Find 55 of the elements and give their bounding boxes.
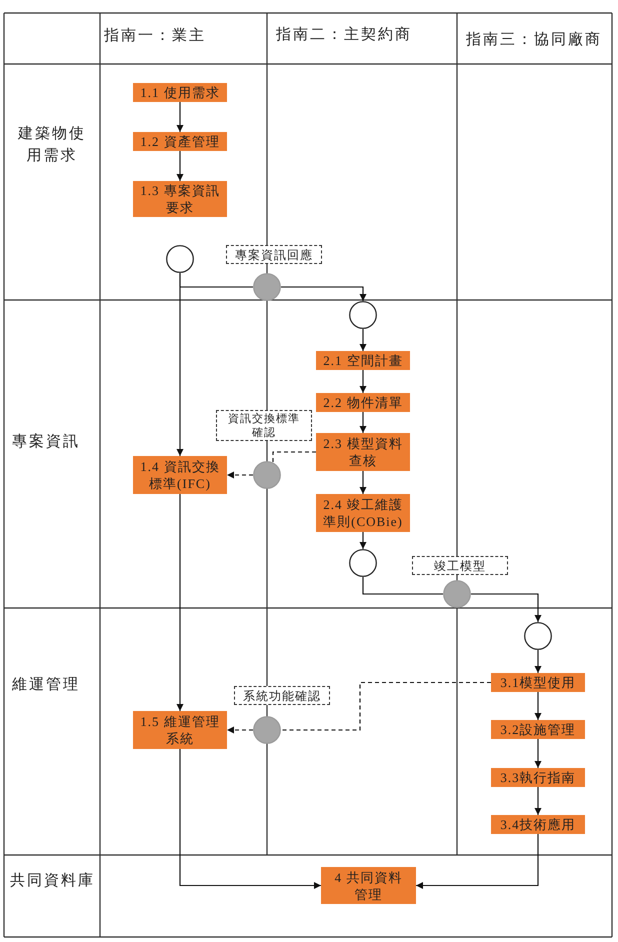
- message-circle: [253, 716, 281, 744]
- process-step: 3.4技術應用: [491, 815, 585, 834]
- message-circle: [253, 461, 281, 489]
- process-step: 3.1模型使用: [491, 673, 585, 692]
- event-circle: [349, 549, 377, 577]
- process-step: 1.4 資訊交換標準(IFC): [133, 456, 227, 494]
- process-step: 3.3執行指南: [491, 768, 585, 787]
- arrow: [360, 329, 366, 351]
- arrow: [416, 834, 539, 889]
- arrow: [534, 787, 542, 815]
- message-circle: [253, 273, 281, 301]
- lane-heading: 指南三：協同廠商: [466, 30, 602, 50]
- process-step: 4 共同資料管理: [321, 867, 416, 904]
- process-step: 2.3 模型資料查核: [316, 433, 410, 471]
- arrow: [360, 412, 366, 433]
- arrow: [176, 151, 184, 181]
- process-step: 1.1 使用需求: [133, 83, 227, 102]
- arrow: [360, 532, 366, 549]
- lane-heading: 維運管理: [12, 676, 80, 695]
- message-note: 資訊交換標準確認: [216, 410, 312, 441]
- message-circle: [443, 580, 471, 608]
- arrow: [176, 273, 184, 456]
- lane-heading: 專案資訊: [12, 432, 80, 452]
- arrow: [176, 102, 184, 132]
- process-step: 2.1 空間計畫: [316, 351, 410, 370]
- arrow: [534, 650, 542, 673]
- process-step: 1.3 專案資訊要求: [133, 181, 227, 217]
- lane-heading: 建築物使用需求: [16, 124, 87, 166]
- arrow: [471, 593, 542, 622]
- process-step: 2.4 竣工維護準則(COBie): [316, 494, 410, 532]
- event-circle: [524, 622, 552, 650]
- process-step: 3.2設施管理: [491, 720, 585, 739]
- arrow: [179, 749, 321, 889]
- arrow: [534, 692, 542, 720]
- dashed-line: [272, 451, 316, 464]
- arrow: [360, 471, 366, 494]
- lane-heading: 共同資料庫: [10, 871, 95, 891]
- message-note: 竣工模型: [412, 556, 508, 575]
- message-note: 專案資訊回應: [226, 245, 322, 264]
- process-step: 1.2 資產管理: [133, 132, 227, 151]
- lane-heading: 指南一：業主: [104, 26, 206, 46]
- arrow: [176, 494, 184, 711]
- message-note: 系統功能確認: [234, 686, 330, 705]
- event-circle: [166, 245, 194, 273]
- event-circle: [349, 301, 377, 329]
- dashed-arrow: [227, 472, 253, 478]
- arrow: [281, 286, 366, 301]
- dashed-line: [281, 682, 491, 731]
- lane-heading: 指南二：主契約商: [276, 25, 412, 45]
- process-step: 1.5 維運管理系統: [133, 711, 227, 749]
- connector-line: [362, 577, 443, 595]
- arrow: [534, 739, 542, 768]
- arrow: [360, 370, 366, 393]
- dashed-arrow: [227, 726, 253, 734]
- process-step: 2.2 物件清單: [316, 393, 410, 412]
